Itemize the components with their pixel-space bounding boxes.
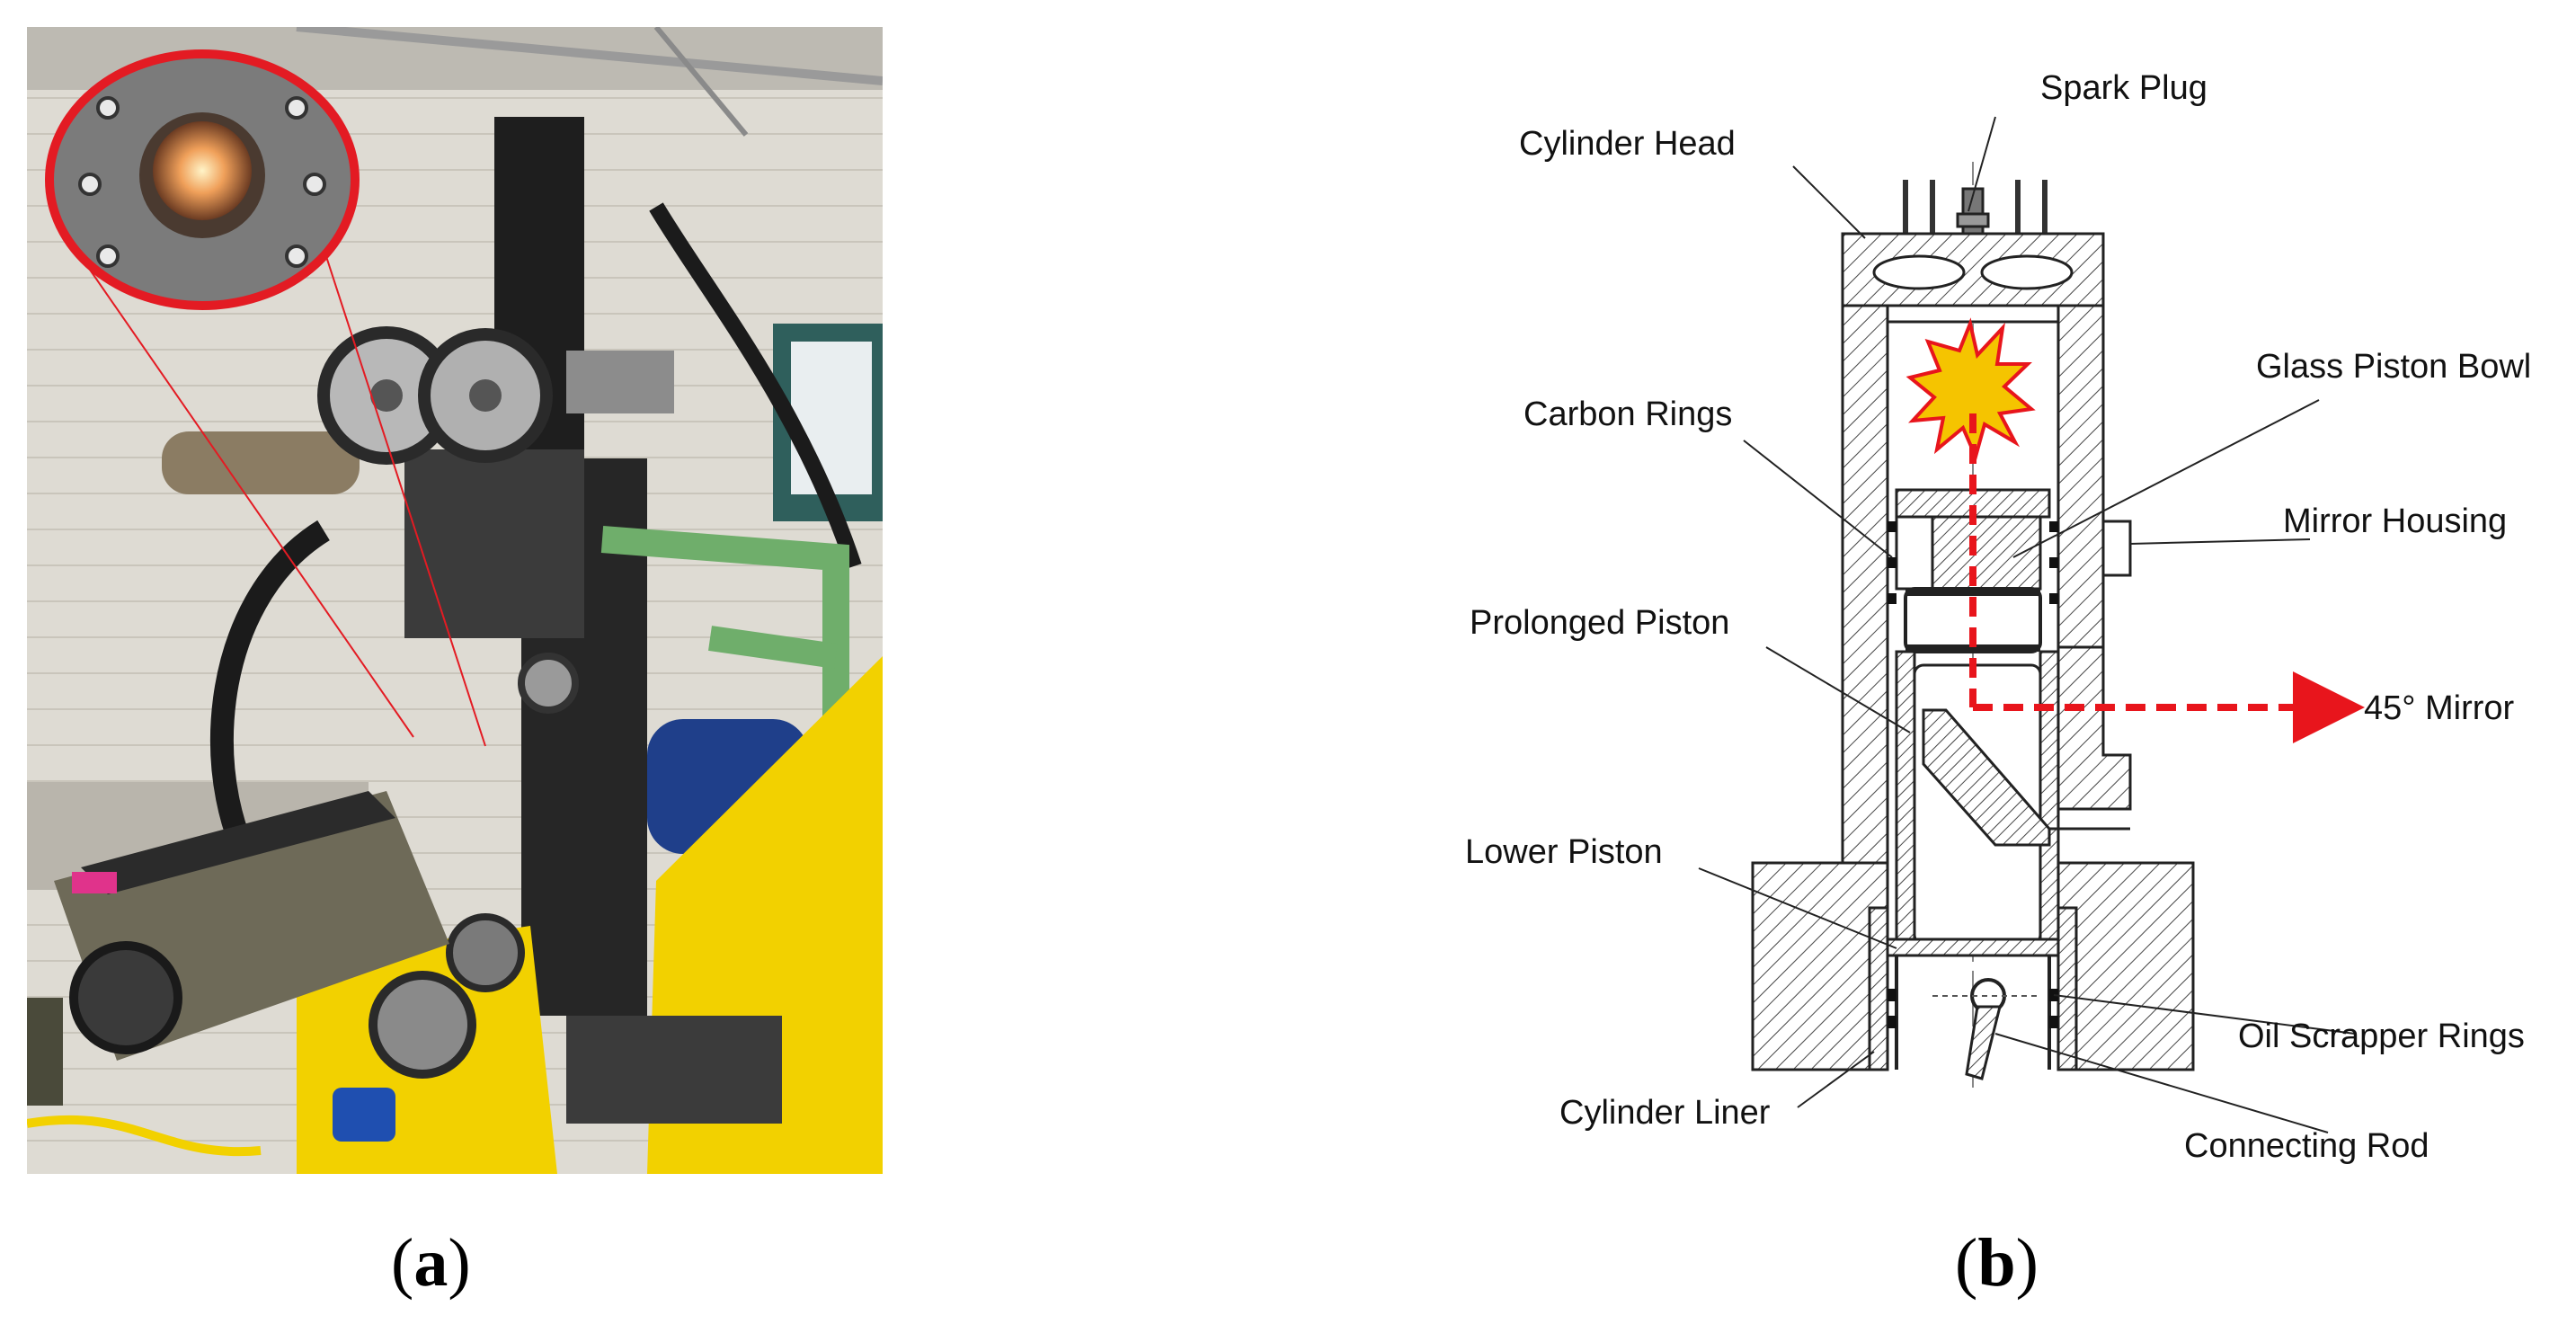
oil-scrapper-rings-shape bbox=[1888, 989, 1896, 1001]
camera-lens bbox=[69, 941, 182, 1054]
lower-gear bbox=[369, 971, 476, 1079]
lower-piston-shape bbox=[1886, 938, 2060, 957]
mirror-housing-shape bbox=[2101, 520, 2132, 577]
glass-piston-bowl-shape bbox=[1931, 515, 2042, 591]
cylinder-wall-right bbox=[2056, 304, 2105, 649]
label-prolonged-piston: Prolonged Piston bbox=[1470, 604, 1729, 642]
exhaust-pipe bbox=[162, 431, 360, 494]
prolonged-piston-wall-left bbox=[1895, 650, 1916, 946]
crankcase-right bbox=[2056, 861, 2195, 1071]
camera-handle-pink bbox=[72, 872, 117, 893]
label-cylinder-head: Cylinder Head bbox=[1519, 125, 1736, 163]
inset-red-ring bbox=[45, 49, 360, 310]
intake-valve-port bbox=[1872, 254, 1966, 290]
leader-lines bbox=[1698, 116, 2356, 1133]
combustion-flame bbox=[1905, 317, 2036, 462]
cylinder-liner-shape bbox=[1868, 906, 1889, 1071]
mirror-45-shape bbox=[1922, 708, 2051, 847]
subfigure-label-b: (b) bbox=[1955, 1225, 2039, 1301]
label-mirror-housing: Mirror Housing bbox=[2283, 502, 2507, 540]
label-glass-piston-bowl: Glass Piston Bowl bbox=[2256, 348, 2531, 386]
exhaust-valve-port bbox=[1980, 254, 2074, 290]
label-oil-scrapper-rings: Oil Scrapper Rings bbox=[2238, 1018, 2525, 1055]
connecting-rod-shape bbox=[1965, 1005, 2002, 1080]
label-lower-piston: Lower Piston bbox=[1465, 833, 1663, 871]
crankcase-left bbox=[1751, 861, 1889, 1071]
carbon-rings-shape bbox=[1888, 521, 2058, 604]
label-connecting-rod: Connecting Rod bbox=[2184, 1127, 2429, 1165]
label-cylinder-liner: Cylinder Liner bbox=[1559, 1094, 1771, 1132]
cylinder-wall-left bbox=[1841, 304, 1889, 919]
optical-engine-schematic: Spark Plug Cylinder Head Glass Piston Bo… bbox=[1465, 69, 2531, 1165]
subfigure-label-a: (a) bbox=[391, 1225, 471, 1301]
engine-test-bench-photo bbox=[27, 27, 883, 1174]
zoom-line-right bbox=[309, 206, 486, 747]
label-spark-plug: Spark Plug bbox=[2040, 69, 2207, 107]
label-carbon-rings: Carbon Rings bbox=[1523, 395, 1732, 433]
combustion-glow bbox=[153, 121, 252, 220]
label-45-mirror: 45° Mirror bbox=[2364, 689, 2515, 727]
zoom-line-left bbox=[89, 269, 414, 738]
